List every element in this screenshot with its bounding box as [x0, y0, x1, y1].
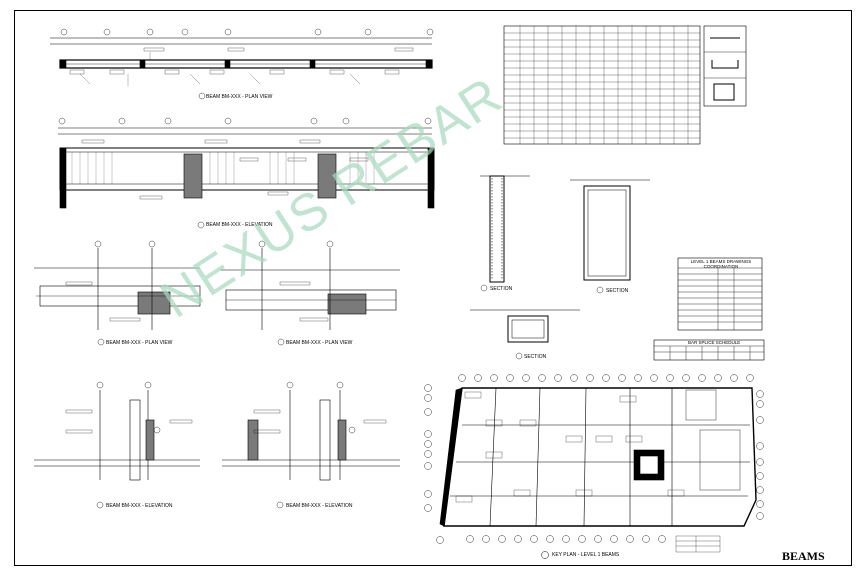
rebar-schedule-table: [503, 25, 701, 145]
splice-table-title: BAR SPLICE SCHEDULE: [688, 340, 741, 345]
section-1: [480, 175, 530, 292]
section-2: [570, 179, 650, 294]
coordination-table: [677, 257, 763, 331]
beam-elevation-view-5: [34, 381, 200, 509]
bar-shape-legend: [703, 25, 747, 107]
section-title-2: SECTION: [606, 288, 629, 294]
splice-table: [653, 339, 765, 361]
view-title-4: BEAM BM-XXX - PLAN VIEW: [286, 340, 353, 346]
section-3: [470, 309, 580, 360]
key-plan: [424, 374, 764, 559]
beam-elevation-view-2: [58, 117, 435, 229]
view-title-5: BEAM BM-XXX - ELEVATION: [106, 503, 173, 509]
key-plan-title: KEY PLAN - LEVEL 1 BEAMS: [552, 552, 620, 558]
beam-plan-view-3: [34, 240, 201, 346]
beam-elevation-view-6: [222, 381, 400, 509]
beam-plan-view-4: [220, 240, 400, 346]
view-title-2: BEAM BM-XXX - ELEVATION: [206, 222, 273, 228]
view-title-3: BEAM BM-XXX - PLAN VIEW: [106, 340, 173, 346]
beam-plan-view-1: [50, 28, 434, 100]
sheet-title: BEAMS: [782, 549, 825, 563]
view-title-6: BEAM BM-XXX - ELEVATION: [286, 503, 353, 509]
section-title-1: SECTION: [490, 286, 513, 292]
sheet-border: [14, 10, 852, 566]
coordination-table-title: LEVEL 1 BEAMS DRAWINGS COORDINATION: [690, 259, 752, 269]
section-title-3: SECTION: [524, 354, 547, 360]
view-title-1: BEAM BM-XXX - PLAN VIEW: [206, 94, 273, 100]
